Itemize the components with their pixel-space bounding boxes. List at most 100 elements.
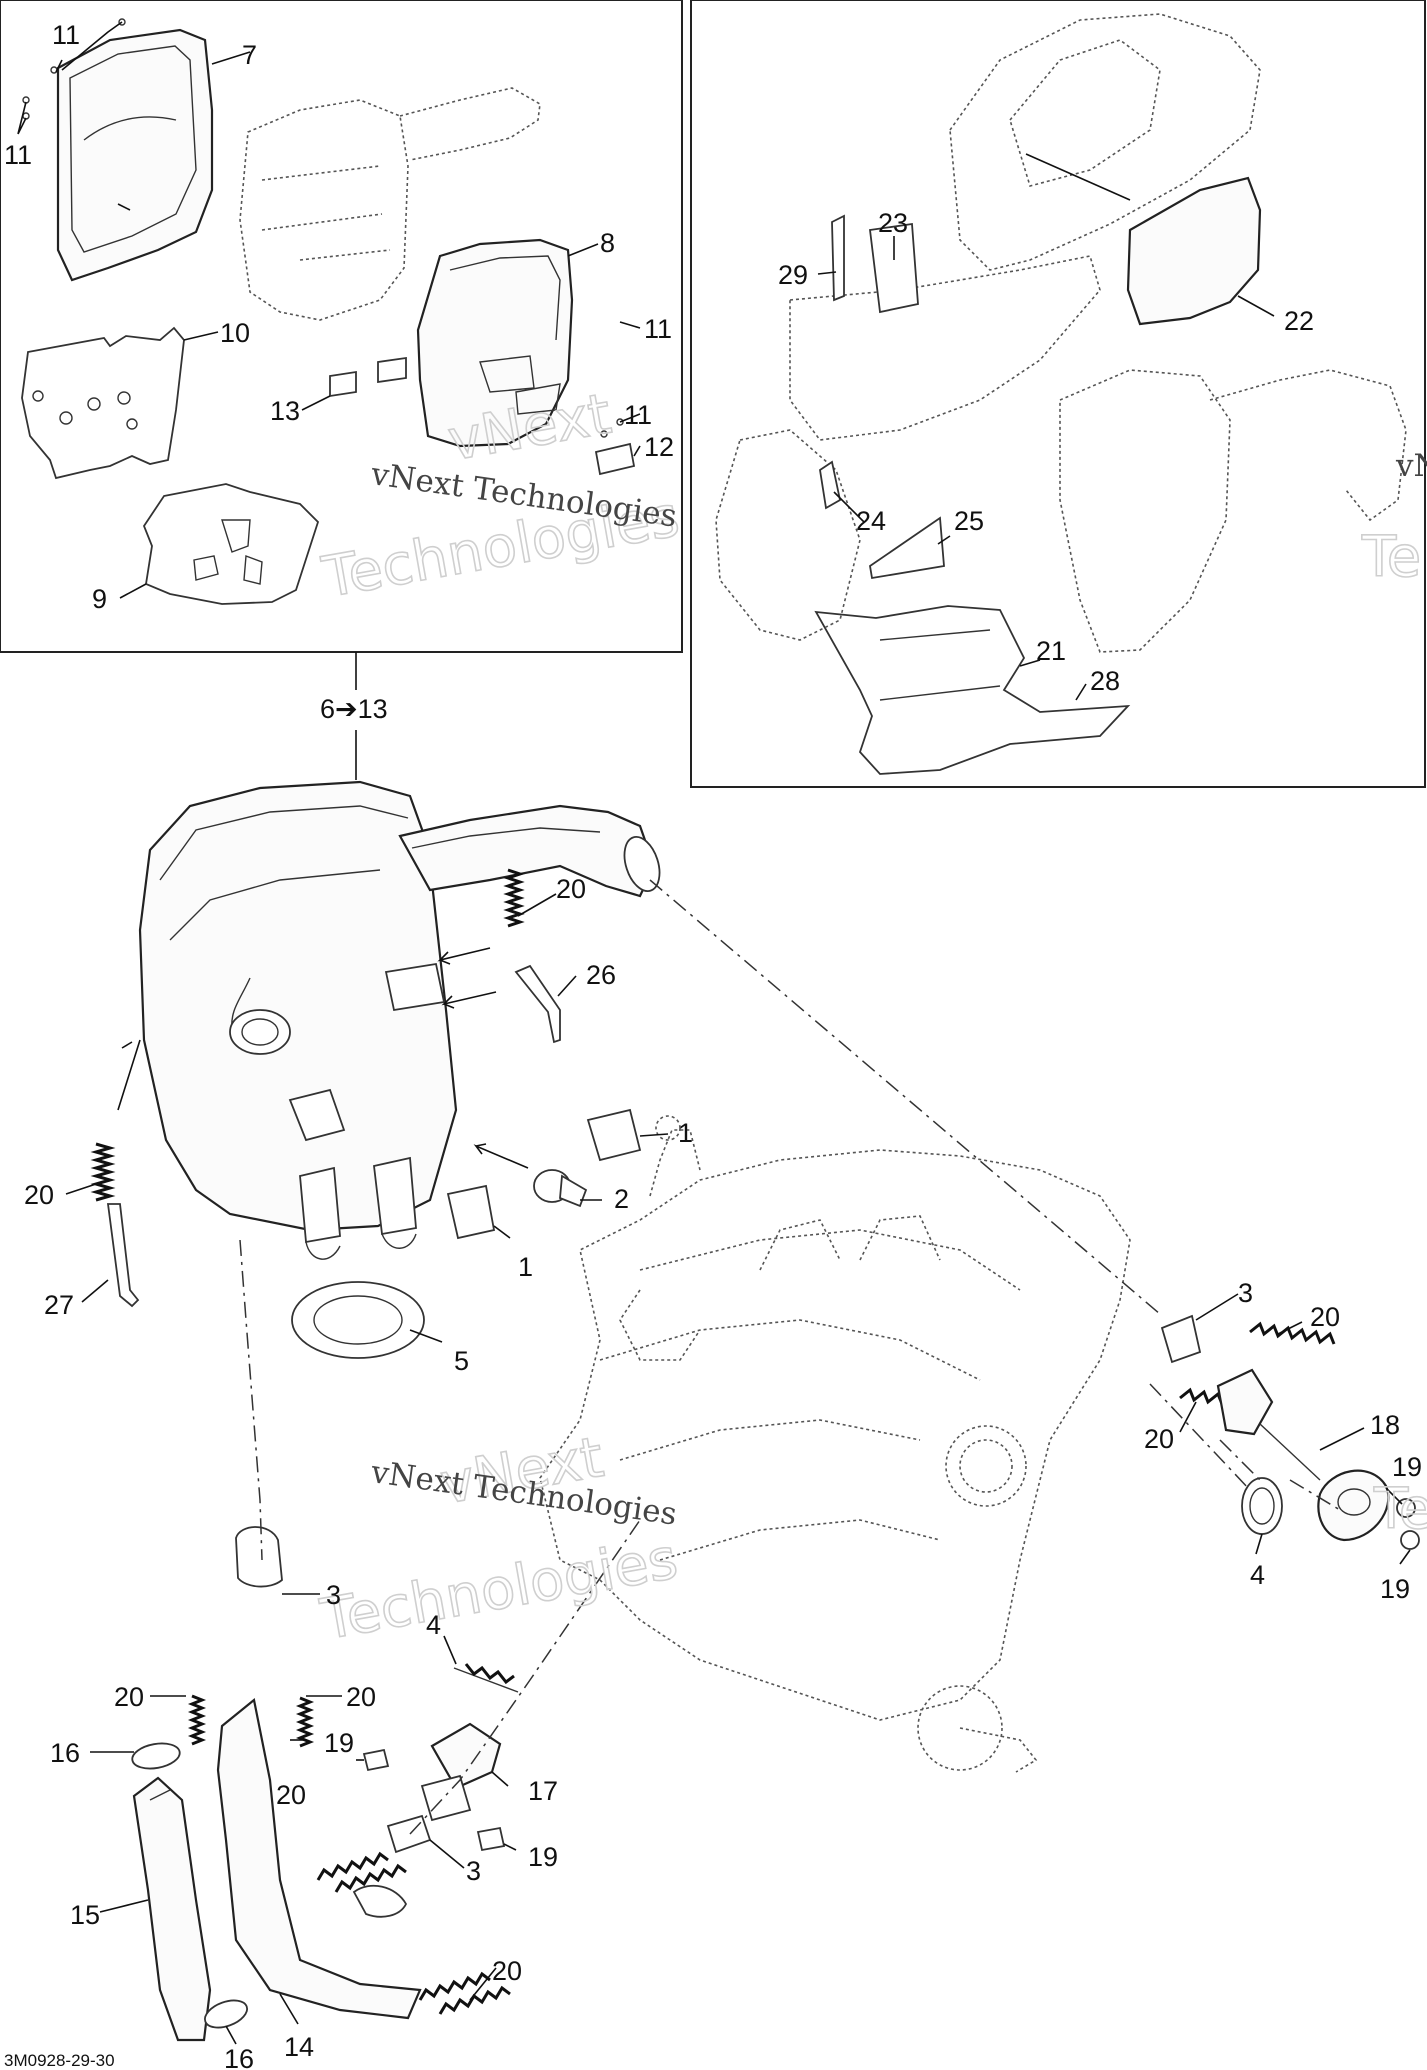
insulation-pad-9 <box>142 483 320 605</box>
bushing-2 <box>533 1169 588 1208</box>
heat-shield-8 <box>416 238 574 448</box>
callout-22: 22 <box>1284 306 1314 336</box>
callout-25: 25 <box>954 506 984 536</box>
muffler <box>138 780 458 1260</box>
leaders-main <box>65 893 1411 2045</box>
rivets-11 <box>22 18 624 438</box>
callout-16-lower: 16 <box>224 2044 254 2070</box>
callout-3-lower: 3 <box>466 1856 481 1886</box>
callout-20-lower-b: 20 <box>492 1956 522 1986</box>
spring-20-left <box>90 1142 116 1202</box>
grommet-1-upper <box>586 1108 642 1162</box>
watermark-edge-fragment-2: Te <box>1373 1477 1427 1542</box>
callouts-right-inset: 23 29 22 24 25 21 28 <box>778 208 1314 696</box>
nut-19-lower <box>362 1748 506 1852</box>
callout-8: 8 <box>600 228 615 258</box>
callout-20-lower-mid: 20 <box>346 1682 376 1712</box>
callout-18: 18 <box>1370 1410 1400 1440</box>
callout-16-upper: 16 <box>50 1738 80 1768</box>
watermark-edge-fragment-3: vN <box>1395 448 1427 484</box>
callout-19-lower-b: 19 <box>528 1842 558 1872</box>
spring-20-lower-mid <box>295 1696 315 1748</box>
leaders-right-inset <box>817 236 1275 701</box>
clip-13 <box>329 356 407 398</box>
callout-11-right-b: 11 <box>624 400 652 430</box>
spring-20-upper <box>503 868 525 928</box>
leaders-left-inset <box>17 21 641 599</box>
watermark-ghost-bottom-2: Technologies <box>316 1526 683 1653</box>
callout-12: 12 <box>644 432 674 462</box>
insulation-22 <box>1025 153 1262 326</box>
callout-5: 5 <box>454 1346 469 1376</box>
callout-26: 26 <box>586 960 616 990</box>
callout-15: 15 <box>70 1900 100 1930</box>
gasket-3-right <box>1160 1314 1202 1364</box>
manifold-17 <box>420 1722 502 1822</box>
shield-21-28 <box>814 605 1131 775</box>
gasket-3-lower <box>386 1814 432 1854</box>
callout-13: 13 <box>270 396 300 426</box>
grommet-1-lower <box>446 1184 496 1240</box>
bracket-27 <box>106 1203 140 1308</box>
watermarks: vNext Technologies vNext Technologies vN… <box>315 381 1427 1654</box>
bracket-26 <box>514 964 561 1044</box>
callouts-main: 20 26 1 2 1 20 27 5 3 20 18 20 19 4 19 3… <box>24 874 1422 2070</box>
callout-4-lower: 4 <box>426 1610 441 1640</box>
callout-11-left: 11 <box>4 140 32 170</box>
gasket-5 <box>291 1281 425 1359</box>
tailpipe-15 <box>132 1776 212 2042</box>
engine <box>539 1115 1131 1773</box>
callout-20-lower-left: 20 <box>114 1682 144 1712</box>
callout-20-upper: 20 <box>556 874 586 904</box>
callout-2: 2 <box>614 1184 629 1214</box>
gasket-4-lower <box>453 1663 519 1693</box>
insulation-pad-10 <box>21 326 185 480</box>
arrows <box>117 947 529 1169</box>
bracket-ghost-right <box>715 255 1407 653</box>
callout-3-right: 3 <box>1238 1278 1253 1308</box>
spring-20-right-a <box>1249 1321 1336 1345</box>
callout-3-lower-left: 3 <box>326 1580 341 1610</box>
callout-21: 21 <box>1036 636 1066 666</box>
heat-shield-7 <box>56 28 214 282</box>
center-lines <box>239 879 1341 1835</box>
callout-19-right-a: 19 <box>1392 1452 1422 1482</box>
gasket-3-lower-left <box>235 1526 283 1588</box>
callout-1-lower: 1 <box>518 1252 533 1282</box>
callout-29: 29 <box>778 260 808 290</box>
plate-12 <box>594 442 636 476</box>
callout-9: 9 <box>92 584 107 614</box>
shield-23-24-29 <box>819 214 945 580</box>
heat-shield-upper-right <box>949 13 1261 271</box>
callout-10: 10 <box>220 318 250 348</box>
callout-14: 14 <box>284 2032 314 2062</box>
inset-frame-left <box>0 0 683 653</box>
callout-17: 17 <box>528 1776 558 1806</box>
callout-20-right-a: 20 <box>1310 1302 1340 1332</box>
watermark-edge-fragment-1: Te <box>1361 525 1421 590</box>
callout-20-right-b: 20 <box>1144 1424 1174 1454</box>
drawing-code: 3M0928-29-30 <box>4 2051 115 2070</box>
callouts-left-inset: 7 11 11 10 8 11 11 12 13 9 <box>4 20 674 614</box>
callout-23: 23 <box>878 208 908 238</box>
group-reference-label: 6➔13 <box>320 694 388 724</box>
callout-11-right-a: 11 <box>644 314 672 344</box>
callout-20-lower-a: 20 <box>276 1780 306 1810</box>
callout-19-lower-a: 19 <box>324 1728 354 1758</box>
muffler-inlet-pipe <box>398 804 661 898</box>
callout-4-right: 4 <box>1250 1560 1265 1590</box>
spring-20-lower-a <box>316 1851 407 1893</box>
callout-19-right-b: 19 <box>1380 1574 1410 1604</box>
spring-20-lower-left <box>187 1694 207 1746</box>
callout-7: 7 <box>242 40 257 70</box>
callout-28: 28 <box>1090 666 1120 696</box>
exhaust-pipe-14 <box>216 1697 422 2020</box>
inset-frame-right <box>690 0 1426 788</box>
callout-11-top: 11 <box>52 20 80 50</box>
callout-20-left: 20 <box>24 1180 54 1210</box>
muffler-ghost-left <box>239 87 541 321</box>
callout-1-upper: 1 <box>678 1118 693 1148</box>
clamp-16 <box>131 1742 248 2029</box>
callout-24: 24 <box>856 506 886 536</box>
